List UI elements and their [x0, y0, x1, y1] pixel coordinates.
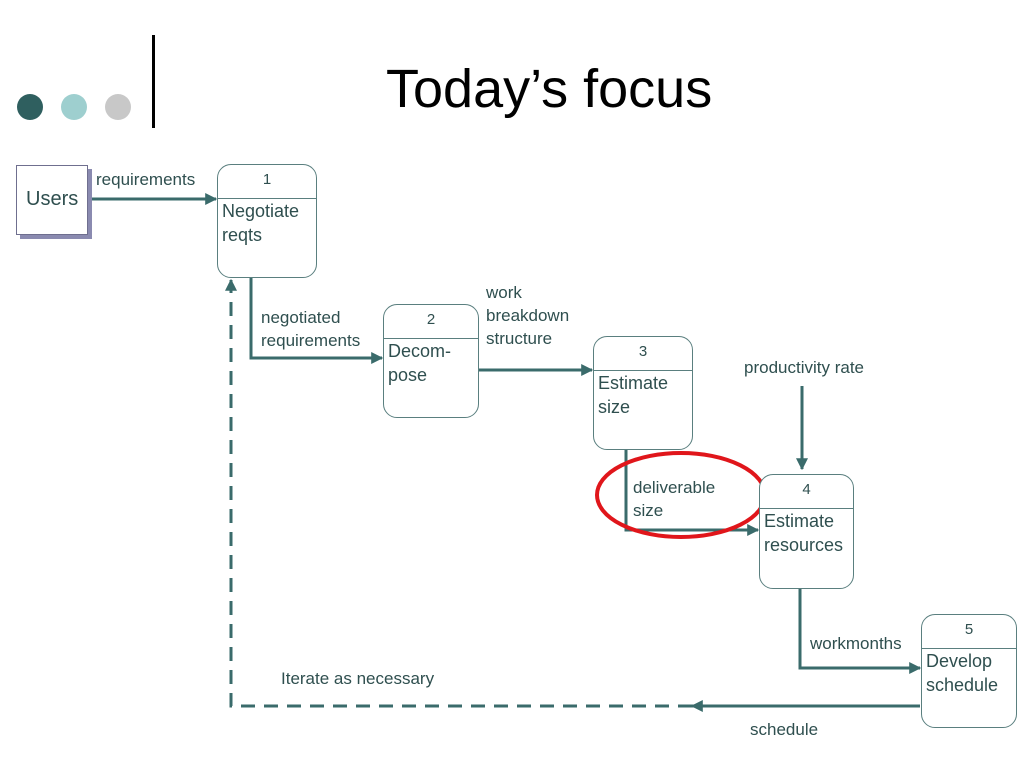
process-4-number: 4	[760, 475, 853, 509]
slide-title: Today’s focus	[386, 59, 713, 119]
title-divider	[152, 35, 155, 128]
slide-dot-3	[105, 94, 131, 120]
process-2: 2 Decom- pose	[383, 304, 479, 418]
process-1-name: Negotiate reqts	[222, 201, 300, 245]
slide-dot-2	[61, 94, 87, 120]
slide-dot-1	[17, 94, 43, 120]
process-3-number: 3	[594, 337, 692, 371]
process-4-name: Estimate resources	[764, 511, 844, 555]
process-5-name: Develop schedule	[926, 651, 999, 695]
flow-label-requirements: requirements	[96, 170, 196, 189]
process-2-number: 2	[384, 305, 478, 339]
iterate-loop-line	[225, 278, 692, 708]
flow-label-productivity-rate: productivity rate	[744, 358, 864, 377]
flow-label-negotiated-requirements: negotiated requirements	[261, 308, 361, 350]
process-1-number: 1	[218, 165, 316, 199]
flow-workmonths-line	[798, 589, 922, 674]
flow-label-deliverable-size: deliverable size	[633, 478, 716, 520]
flow-label-work-breakdown-structure: work breakdown structure	[486, 283, 570, 348]
process-3-name: Estimate size	[598, 373, 669, 417]
process-1: 1 Negotiate reqts	[217, 164, 317, 278]
flow-label-schedule: schedule	[750, 720, 819, 739]
process-5: 5 Develop schedule	[921, 614, 1017, 728]
process-5-number: 5	[922, 615, 1016, 649]
flow-deliverable-size-line	[624, 450, 760, 536]
flow-label-workmonths: workmonths	[810, 634, 902, 653]
process-4: 4 Estimate resources	[759, 474, 854, 589]
users-entity-box	[16, 165, 88, 235]
flow-negotiated-requirements-line	[249, 278, 384, 364]
process-2-name: Decom- pose	[388, 341, 452, 385]
flow-label-iterate: Iterate as necessary	[281, 669, 435, 688]
process-3: 3 Estimate size	[593, 336, 693, 450]
users-entity-label: Users	[26, 188, 79, 210]
